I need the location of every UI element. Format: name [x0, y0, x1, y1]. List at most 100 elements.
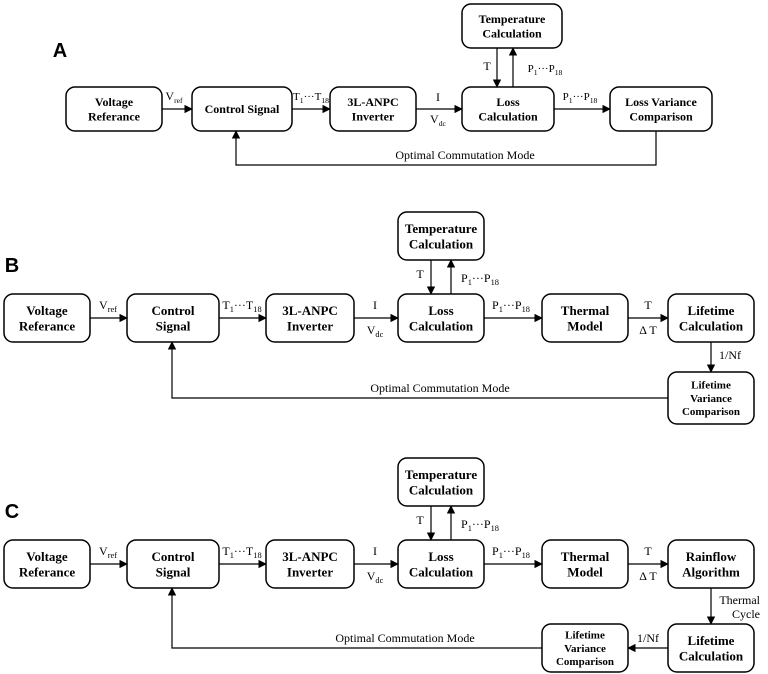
a-label-t-part: T	[315, 91, 322, 103]
c-label-vref: Vref	[99, 544, 117, 560]
b-label-t2: T	[644, 298, 652, 312]
a-label-p-up-part: P	[528, 63, 534, 75]
c-variance-box-label: Lifetime	[565, 630, 605, 642]
b-control-signal-box-label: Signal	[156, 318, 191, 333]
b-temperature-box-label: Temperature	[405, 221, 477, 236]
b-feedback-line	[167, 341, 668, 399]
a-label-vdc: Vdc	[430, 112, 447, 128]
c-rainflow-box-label: Algorithm	[682, 564, 740, 579]
a-label-vref: Vref	[165, 89, 183, 105]
a-label-p-part: ···	[573, 91, 584, 103]
b-inverter-box-label: Inverter	[287, 318, 333, 333]
c-label-t-part: 1	[230, 551, 234, 560]
c-label-delta-t: Δ T	[639, 569, 657, 583]
a-variance-box-label: Loss Variance	[625, 95, 697, 109]
b-variance-box-label: Variance	[690, 393, 732, 405]
a-variance-box-label: Comparison	[629, 109, 693, 123]
c-label-vdc: Vdc	[367, 569, 384, 585]
panel-b-letter: B	[5, 255, 19, 277]
b-label-p-up-part: 1	[468, 278, 472, 287]
a-label-t-part: T	[293, 91, 300, 103]
c-label-vref-main: V	[99, 544, 108, 558]
b-label-t-part: T	[246, 298, 254, 312]
b-label-temp: T	[416, 267, 424, 281]
c-rainflow-box-label: Rainflow	[686, 549, 737, 564]
a-label-t: T1···T18	[293, 91, 329, 105]
a-label-p: P1···P18	[563, 91, 598, 105]
b-label-vdc-main: V	[367, 323, 376, 337]
b-label-p-up-part: P	[484, 271, 491, 285]
b-loss-calculation-box-label: Calculation	[409, 318, 474, 333]
c-label-p-up-part: P	[484, 517, 491, 531]
a-label-p-up-part: ···	[538, 63, 549, 75]
c-voltage-reference-box-label: Referance	[19, 564, 76, 579]
b-voltage-reference-box-label: Referance	[19, 318, 76, 333]
a-label-p-up-part: 18	[555, 68, 563, 77]
c-label-p-part: 1	[499, 551, 503, 560]
b-inverter-box-label: 3L-ANPC	[282, 303, 338, 318]
c-voltage-reference-box-label: Voltage	[26, 549, 68, 564]
b-label-t-part: T	[222, 298, 230, 312]
a-feedback-line	[231, 130, 657, 166]
b-label-t-part: 1	[230, 305, 234, 314]
a-label-p-up: P1···P18	[528, 63, 563, 77]
a-label-i: I	[436, 90, 440, 104]
a-label-p-part: P	[563, 91, 569, 103]
c-inverter-box-label: 3L-ANPC	[282, 549, 338, 564]
b-variance-box-label: Lifetime	[691, 380, 731, 392]
a-voltage-reference-box-label: Referance	[88, 109, 141, 123]
b-label-p-part: 18	[522, 305, 530, 314]
c-label-t-part: ···	[234, 544, 246, 558]
b-label-t-part: ···	[234, 298, 246, 312]
a-label-p-part: 1	[569, 96, 573, 105]
b-label-i: I	[373, 298, 377, 312]
b-thermal-model-box-label: Thermal	[561, 303, 610, 318]
c-feedback-line	[167, 587, 542, 649]
c-label-p: P1···P18	[492, 544, 530, 560]
a-label-temp: T	[483, 59, 491, 73]
b-label-t-part: 18	[253, 305, 261, 314]
c-label-t-part: T	[222, 544, 230, 558]
c-control-signal-box-label: Signal	[156, 564, 191, 579]
c-inverter-box-label: Inverter	[287, 564, 333, 579]
b-label-p-part: P	[515, 298, 522, 312]
b-temperature-box-frame	[397, 211, 485, 261]
a-control-signal-box-label: Control Signal	[205, 102, 280, 116]
c-label-temp: T	[416, 513, 424, 527]
a-label-vdc-main: V	[430, 112, 439, 126]
b-label-p-part: P	[492, 298, 499, 312]
b-label-vdc-sub: dc	[375, 330, 383, 339]
b-label-p-up-part: P	[461, 271, 468, 285]
a-voltage-reference-box-label: Voltage	[95, 95, 134, 109]
c-thermal-model-box-label: Model	[567, 564, 603, 579]
b-label-p-part: 1	[499, 305, 503, 314]
b-variance-box-label: Comparison	[682, 406, 740, 418]
c-label-p-part: ···	[503, 544, 515, 558]
b-voltage-reference-box-label: Voltage	[26, 303, 68, 318]
c-label-p-up-part: P	[461, 517, 468, 531]
a-label-t-part: 1	[300, 96, 304, 105]
b-label-delta-t: Δ T	[639, 323, 657, 337]
b-label-p-up: P1···P18	[461, 271, 499, 287]
c-label-p-up-part: 1	[468, 524, 472, 533]
c-label-cycle-2: Cycle	[732, 607, 760, 621]
a-label-vref-main: V	[165, 89, 174, 103]
b-lifetime-box-label: Calculation	[679, 318, 744, 333]
c-temperature-box-label: Temperature	[405, 467, 477, 482]
a-temperature-box-label: Calculation	[482, 26, 542, 40]
b-label-p-up-part: 18	[491, 278, 499, 287]
a-label-t-part: 18	[321, 96, 329, 105]
c-loss-calculation-box-label: Calculation	[409, 564, 474, 579]
panel-c-letter: C	[5, 501, 19, 523]
